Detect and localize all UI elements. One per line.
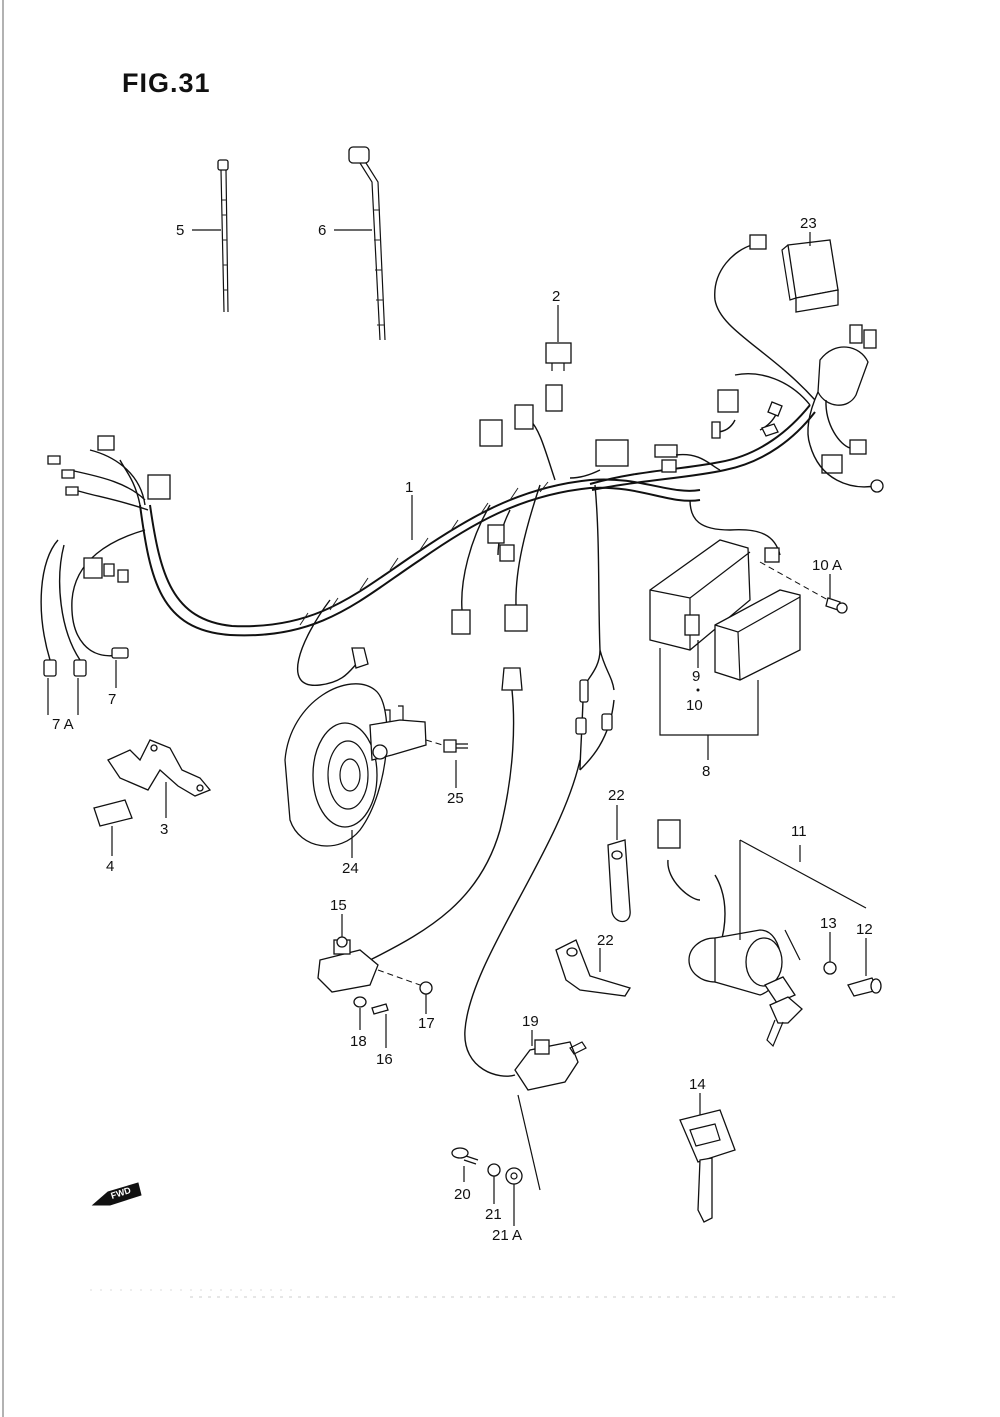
callout-4: 4 bbox=[106, 858, 114, 875]
clamp-22-lower bbox=[555, 939, 632, 997]
screw-17 bbox=[419, 981, 433, 1006]
horn-24 bbox=[284, 683, 427, 847]
callout-16: 16 bbox=[376, 1051, 393, 1068]
callout-23: 23 bbox=[800, 215, 817, 232]
callout-9: 9 bbox=[692, 668, 700, 685]
figure-title: FIG.31 bbox=[122, 68, 211, 98]
callout-17: 17 bbox=[418, 1015, 435, 1032]
switch-15 bbox=[317, 936, 379, 993]
callout-12: 12 bbox=[856, 921, 873, 938]
callout-25: 25 bbox=[447, 790, 464, 807]
callout-22-upper: 22 bbox=[608, 787, 625, 804]
callout-1: 1 bbox=[405, 479, 413, 496]
cable-tie-5 bbox=[217, 159, 229, 313]
callout-22-lower: 22 bbox=[597, 932, 614, 949]
pad-4 bbox=[93, 799, 133, 827]
callout-24: 24 bbox=[342, 860, 359, 877]
callout-10: 10 bbox=[686, 697, 703, 714]
cable-tie-6 bbox=[348, 146, 386, 341]
screw-16 bbox=[371, 1003, 389, 1015]
washer-13 bbox=[823, 961, 837, 975]
callout-6: 6 bbox=[318, 222, 326, 239]
callout-19: 19 bbox=[522, 1013, 539, 1030]
fuse-2 bbox=[545, 342, 572, 371]
callout-2: 2 bbox=[552, 288, 560, 305]
bracket-3 bbox=[107, 739, 212, 797]
callout-3: 3 bbox=[160, 821, 168, 838]
screw-10a bbox=[825, 597, 848, 614]
wiring-harness-1 bbox=[40, 234, 884, 691]
key-14 bbox=[679, 1109, 736, 1223]
callout-21: 21 bbox=[485, 1206, 502, 1223]
callout-18: 18 bbox=[350, 1033, 367, 1050]
washer-21 bbox=[487, 1163, 501, 1177]
callout-8: 8 bbox=[702, 763, 710, 780]
callout-13: 13 bbox=[820, 915, 837, 932]
callout-10a: 10 A bbox=[812, 557, 842, 574]
callout-14: 14 bbox=[689, 1076, 706, 1093]
washer-21a bbox=[505, 1167, 523, 1185]
callout-7a: 7 A bbox=[52, 716, 74, 733]
bolt-20 bbox=[451, 1147, 479, 1165]
ignition-switch-11 bbox=[688, 929, 803, 1048]
cdi-unit-8 bbox=[649, 539, 801, 681]
callout-7: 7 bbox=[108, 691, 116, 708]
switch-19 bbox=[514, 1039, 587, 1091]
washer-18 bbox=[353, 996, 367, 1008]
bolt-25 bbox=[443, 739, 468, 753]
fwd-arrow-icon: FWD bbox=[91, 1182, 142, 1206]
callout-20: 20 bbox=[454, 1186, 471, 1203]
clamp-22-upper bbox=[607, 839, 631, 923]
callout-5: 5 bbox=[176, 222, 184, 239]
callout-21a: 21 A bbox=[492, 1227, 522, 1244]
callout-11: 11 bbox=[791, 823, 807, 840]
relay-23 bbox=[781, 239, 839, 313]
screw-12 bbox=[847, 977, 882, 997]
callout-15: 15 bbox=[330, 897, 347, 914]
